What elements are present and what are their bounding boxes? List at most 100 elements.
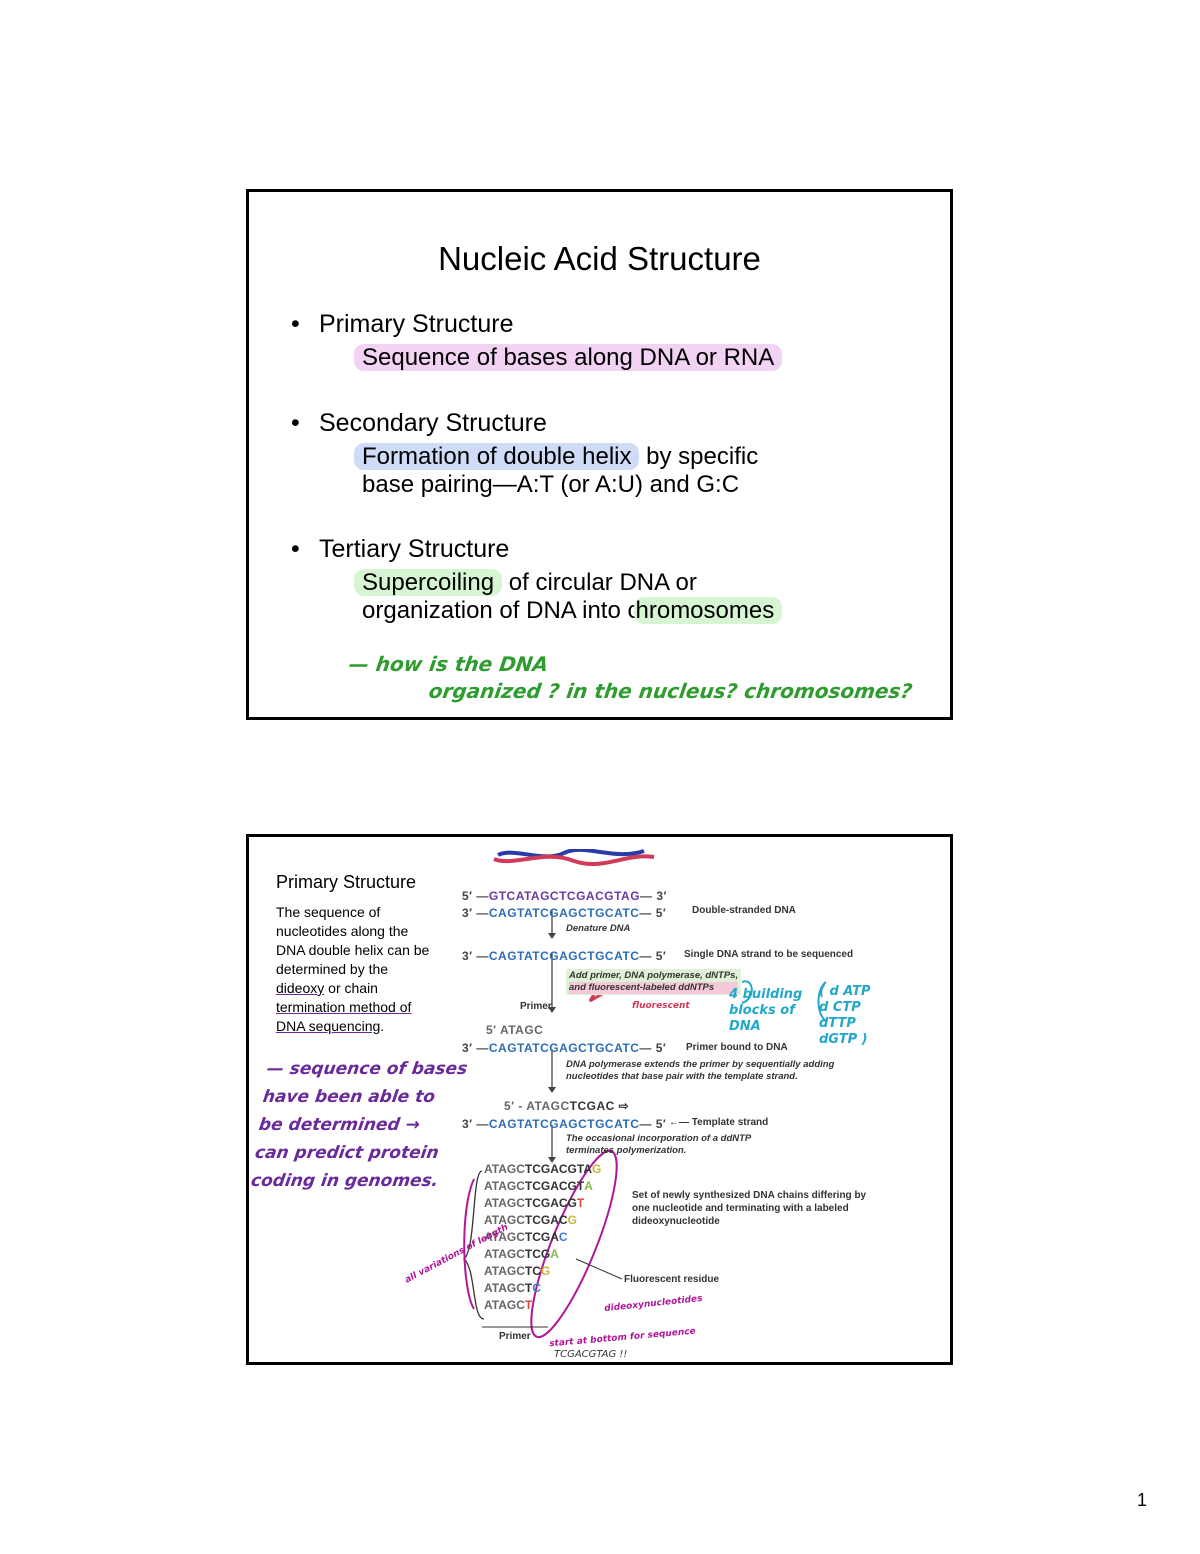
cyan-line: ( d ATP — [819, 984, 871, 999]
fragment-primer-part: ATAGC — [484, 1264, 525, 1278]
step-term-line2: terminates polymerization. — [566, 1145, 687, 1156]
handwritten-fluorescent: fluorescent — [632, 1001, 690, 1011]
handwritten-building-blocks: 4 building blocks of DNA — [729, 987, 802, 1035]
tertiary-rest: of circular DNA or — [502, 569, 697, 596]
cyan-line: DNA — [729, 1019, 761, 1034]
primer-sequence: 5′ ATAGC — [486, 1023, 544, 1037]
bullet-dot: • — [291, 310, 300, 338]
heading-tertiary: Tertiary Structure — [319, 535, 510, 563]
fragment-primer-part: ATAGC — [484, 1213, 525, 1227]
fragment-primer-part: ATAGC — [484, 1196, 525, 1210]
step-extend-line2: nucleotides that base pair with the temp… — [566, 1071, 798, 1082]
fragment-labeled-nucleotide: T — [524, 1298, 533, 1312]
bullet-dot: • — [291, 409, 300, 437]
strand-end-5: 5′ — — [462, 889, 489, 903]
extended-added: TCGAC — [569, 1099, 615, 1113]
step-denature: Denature DNA — [566, 923, 631, 934]
note-line: coding in genomes. — [249, 1171, 440, 1191]
step-add-line2: and fluorescent-labeled ddNTPs — [569, 982, 739, 994]
fragment-labeled-nucleotide: G — [592, 1162, 602, 1176]
handwritten-left-note: — sequence of bases have been able to be… — [249, 1055, 469, 1195]
slide-nucleic-acid-structure: Nucleic Acid Structure •Primary Structur… — [246, 189, 953, 720]
ladder-fragment: ATAGCTCGACGT — [484, 1195, 601, 1212]
fragment-extension: TCG — [524, 1247, 551, 1261]
arrow-right-icon: ⇨ — [618, 1099, 630, 1113]
cyan-line: dGTP ) — [819, 1032, 868, 1047]
term-dideoxy: dideoxy — [276, 980, 325, 996]
note-line: can predict protein — [253, 1143, 441, 1163]
strand-end-5: — 5′ — [639, 1041, 667, 1055]
strand-end-3: 3′ — — [462, 949, 489, 963]
template-seq: CAGTATCGAGCTGCATC — [488, 1117, 640, 1131]
strand-top: 5′ —GTCATAGCTCGACGTAG— 3′ — [462, 889, 667, 903]
tertiary-desc: Supercoiling of circular DNA or organiza… — [354, 569, 783, 625]
dideoxy-sequencing-figure: 5′ —GTCATAGCTCGACGTAG— 3′ 3′ —CAGTATCGAG… — [403, 849, 949, 1360]
fragment-primer-part: ATAGC — [484, 1230, 525, 1244]
ladder-fragment: ATAGCTC — [484, 1280, 601, 1297]
heading-secondary: Secondary Structure — [319, 409, 547, 437]
strand-end-3: 3′ — — [462, 1041, 489, 1055]
primary-desc: Sequence of bases along DNA or RNA — [354, 344, 783, 372]
primer-bound-strand: 3′ —CAGTATCGAGCTGCATC— 5′ — [462, 1041, 666, 1055]
ladder-fragment: ATAGCTCGACG — [484, 1212, 601, 1229]
highlight-supercoiling: Supercoiling — [354, 569, 503, 596]
fragment-primer-part: ATAGC — [484, 1247, 525, 1261]
secondary-line2: base pairing—A:T (or A:U) and G:C — [362, 471, 740, 498]
label-set-of-chains: Set of newly synthesized DNA chains diff… — [632, 1189, 866, 1228]
label-set-line3: dideoxynucleotide — [632, 1216, 720, 1227]
fragment-extension: TCGACGT — [524, 1179, 585, 1193]
handwritten-sequence-read: TCGACGTAG !! — [554, 1349, 628, 1360]
fragment-extension: T — [524, 1281, 533, 1295]
slide-body-text: The sequence of nucleotides along the DN… — [276, 903, 436, 1036]
step-extend-line1: DNA polymerase extends the primer by seq… — [566, 1059, 835, 1070]
strand-end-3: 3′ — — [462, 906, 489, 920]
label-set-line2: one nucleotide and terminating with a la… — [632, 1203, 849, 1214]
label-single-strand: Single DNA strand to be sequenced — [684, 949, 854, 960]
primer-bound-seq: CAGTATCGAGCTGCATC — [488, 1041, 640, 1055]
body-part3: . — [380, 1018, 385, 1034]
note-line: — sequence of bases — [265, 1059, 469, 1079]
step-add-line1: Add primer, DNA polymerase, dNTPs, — [569, 970, 739, 981]
fragment-labeled-nucleotide: G — [567, 1213, 577, 1227]
fragment-extension: TCGAC — [524, 1213, 568, 1227]
fragment-primer-part: ATAGC — [484, 1298, 525, 1312]
label-primer: Primer — [520, 1001, 552, 1012]
strand-end-5: — 5′ — [639, 1117, 667, 1131]
strand-bottom-seq: CAGTATCGAGCTGCATC — [488, 906, 640, 920]
strand-end-3: — 3′ — [640, 889, 667, 903]
fragment-labeled-nucleotide: T — [576, 1196, 585, 1210]
step-term-line1: The occasional incorporation of a ddNTP — [566, 1133, 752, 1144]
ladder-fragment: ATAGCTCGACGTA — [484, 1178, 601, 1195]
fragment-extension: TC — [524, 1264, 541, 1278]
ladder-fragment: ATAGCTCGA — [484, 1246, 601, 1263]
body-part2: or chain — [324, 980, 378, 996]
note-line: have been able to — [261, 1087, 437, 1107]
label-double-stranded: Double-stranded DNA — [692, 905, 796, 916]
label-primer-bound: Primer bound to DNA — [686, 1042, 788, 1053]
fragment-labeled-nucleotide: A — [584, 1179, 593, 1193]
fragment-primer-part: ATAGC — [484, 1281, 525, 1295]
bullet-tertiary: • Tertiary Structure — [291, 535, 509, 564]
cyan-line: 4 building — [729, 987, 803, 1002]
label-template: ←— Template strand — [669, 1117, 769, 1128]
strand-top-seq: GTCATAGCTCGACGTAG — [488, 889, 641, 903]
step-add-reagents: Add primer, DNA polymerase, dNTPs, and f… — [566, 969, 742, 995]
fragment-primer-part: ATAGC — [484, 1179, 525, 1193]
cyan-line: d CTP — [819, 1000, 861, 1015]
note-line: be determined → — [257, 1115, 422, 1135]
figure-connectors — [462, 849, 827, 1339]
body-part1: The sequence of nucleotides along the DN… — [276, 904, 430, 977]
fragment-labeled-nucleotide: A — [550, 1247, 559, 1261]
slide-title: Nucleic Acid Structure — [438, 240, 761, 277]
highlight-chromosomes: hromosomes — [633, 597, 783, 624]
bullet-primary: •Primary Structure — [291, 310, 513, 339]
tertiary-line2-pre: organization of DNA into c — [362, 597, 640, 624]
secondary-rest: by specific — [639, 443, 759, 470]
bullet-dot: • — [291, 535, 300, 563]
fragment-extension: TCGACG — [524, 1196, 577, 1210]
strand-bottom: 3′ —CAGTATCGAGCTGCATC— 5′ — [462, 906, 666, 920]
cyan-line: dTTP — [819, 1016, 856, 1031]
fragment-primer-part: ATAGC — [484, 1162, 525, 1176]
ladder-fragment: ATAGCTCGACGTAG — [484, 1161, 601, 1178]
